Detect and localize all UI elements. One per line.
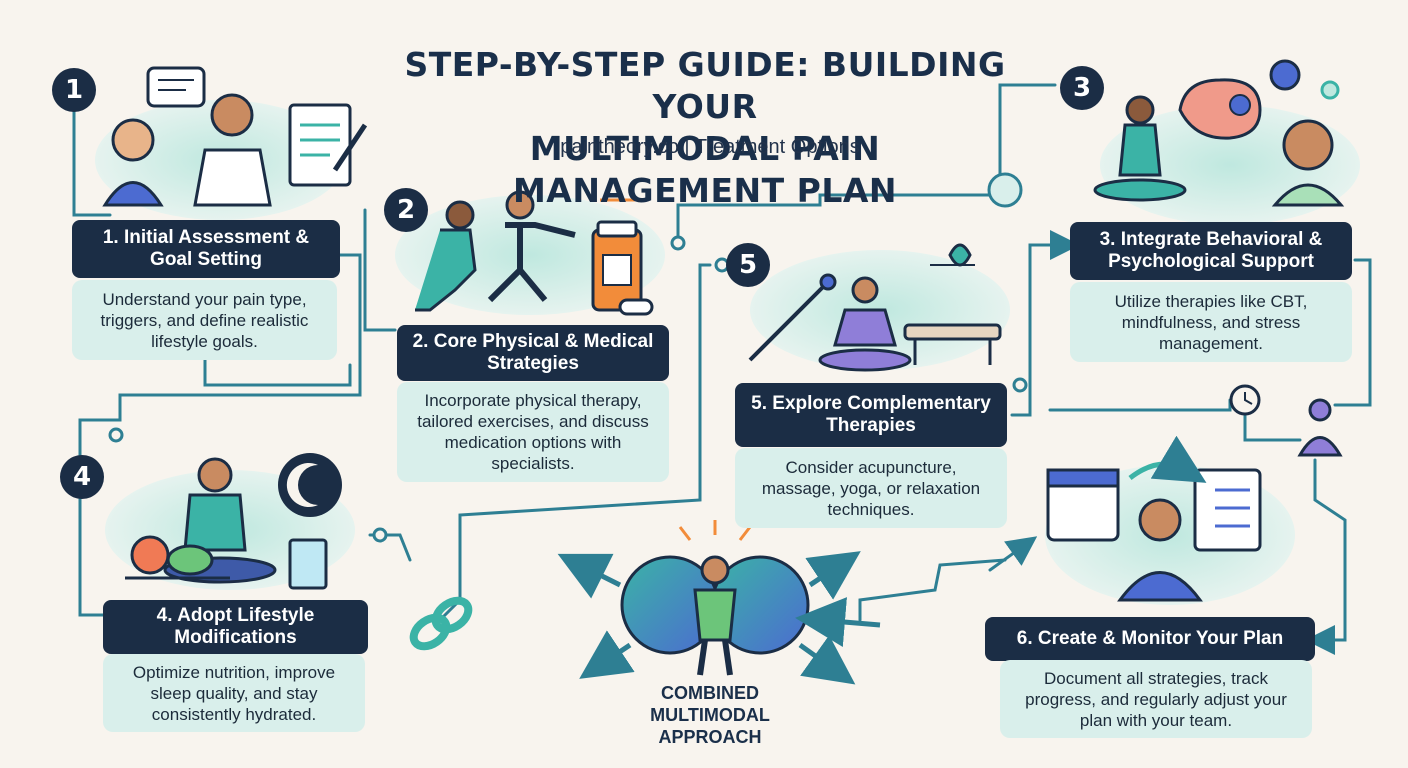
connector-3-right [1333, 258, 1372, 407]
step-1-description: Understand your pain type, triggers, and… [72, 280, 337, 360]
center-label-line-2: MULTIMODAL [650, 705, 770, 725]
step-2-description: Incorporate physical therapy, tailored e… [397, 382, 669, 482]
step5-illustration [748, 243, 1010, 372]
step-3-badge: 3 [1060, 66, 1104, 110]
step4-illustration [105, 453, 355, 590]
step-5-badge: 5 [726, 243, 770, 287]
step-1-heading: 1. Initial Assessment & Goal Setting [72, 220, 340, 278]
step-4-badge: 4 [60, 455, 104, 499]
chain-link-icon [409, 596, 473, 651]
step-1-badge: 1 [52, 68, 96, 112]
connector-6-up [988, 536, 1038, 572]
step-6-description: Document all strategies, track progress,… [1000, 660, 1312, 738]
step1-illustration [95, 66, 368, 220]
connector-6-right [1305, 458, 1347, 655]
connector-2-5 [676, 83, 1057, 242]
connector-loop-right [1048, 398, 1232, 412]
step-3-heading: 3. Integrate Behavioral & Psychological … [1070, 222, 1352, 280]
step-5-description: Consider acupuncture, massage, yoga, or … [735, 448, 1007, 528]
title-line-1: STEP-BY-STEP GUIDE: BUILDING YOUR [404, 45, 1006, 126]
step-4-description: Optimize nutrition, improve sleep qualit… [103, 654, 365, 732]
title-line-2: MULTIMODAL PAIN MANAGEMENT PLAN [512, 129, 898, 210]
step-2-badge: 2 [384, 188, 428, 232]
step-4-heading: 4. Adopt Lifestyle Modifications [103, 600, 368, 654]
connector-1-down [72, 98, 112, 217]
center-approach-label: COMBINED MULTIMODAL APPROACH [610, 682, 810, 748]
step3-illustration [1093, 59, 1360, 225]
connector-1-loop [203, 358, 352, 387]
step-2-heading: 2. Core Physical & Medical Strategies [397, 325, 669, 381]
step6-illustration [1045, 398, 1343, 605]
connector-to-3 [1010, 230, 1080, 417]
step-3-description: Utilize therapies like CBT, mindfulness,… [1070, 282, 1352, 362]
center-label-line-3: APPROACH [658, 727, 762, 747]
page-subtitle: paintheory.co | Treatment Options [560, 136, 860, 158]
connector-6-left [858, 558, 1007, 622]
step2-illustration [395, 190, 665, 316]
page-title: STEP-BY-STEP GUIDE: BUILDING YOUR MULTIM… [390, 44, 1020, 212]
center-label-line-1: COMBINED [661, 683, 759, 703]
connector-2 [363, 208, 397, 332]
step-5-heading: 5. Explore Complementary Therapies [735, 383, 1007, 447]
center-gears-illustration [409, 520, 881, 685]
step-6-heading: 6. Create & Monitor Your Plan [985, 617, 1315, 661]
connector-1-to-4 [78, 253, 362, 617]
